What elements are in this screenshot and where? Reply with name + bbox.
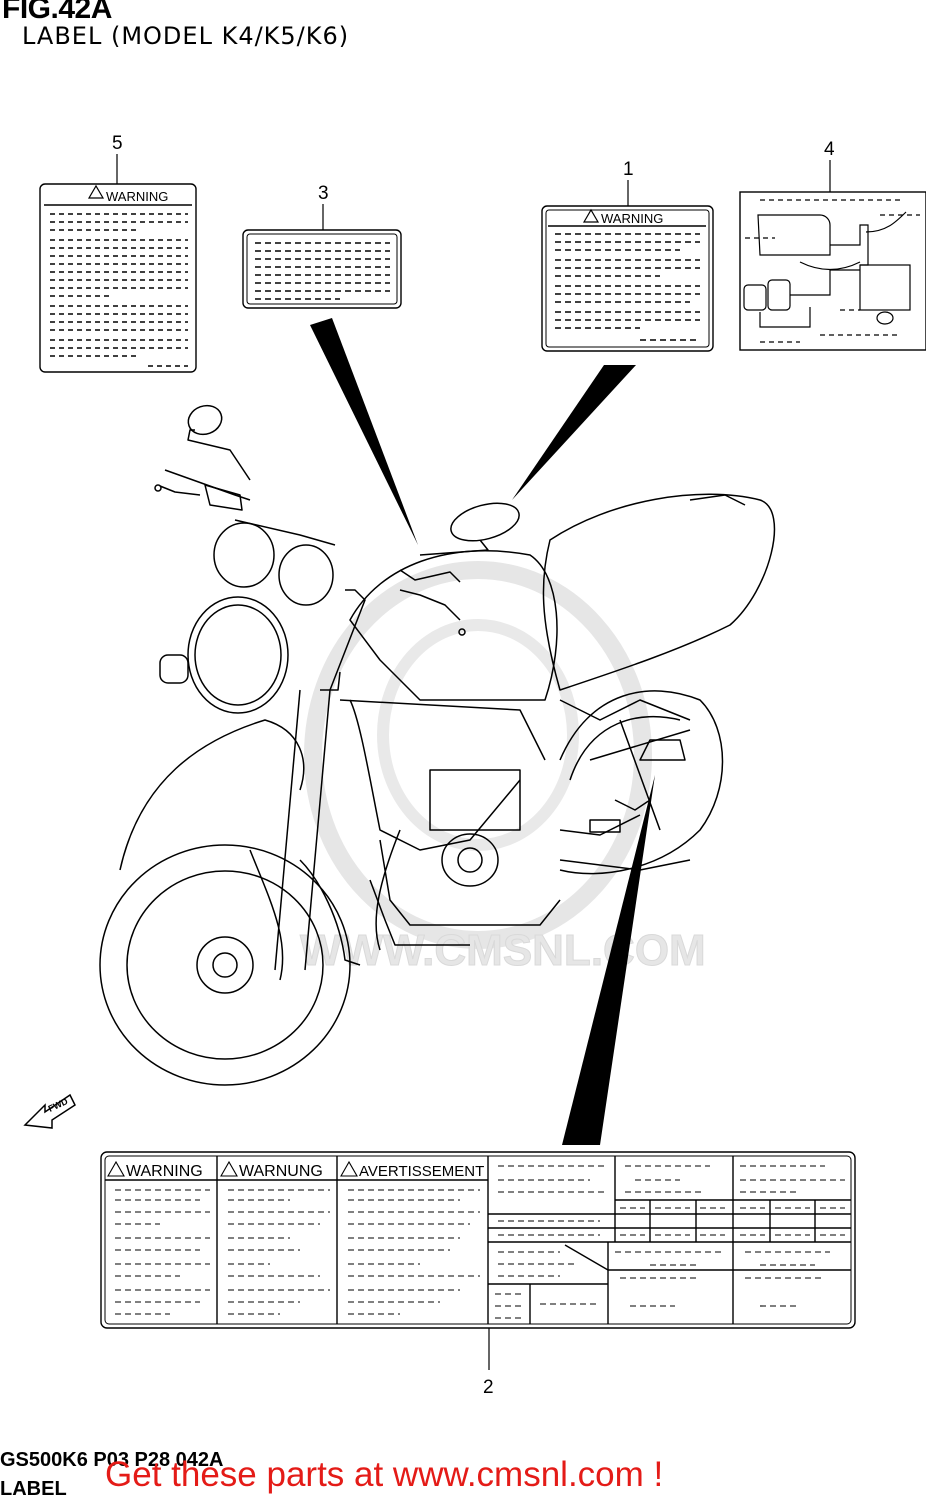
- callout-5: 5: [112, 133, 123, 154]
- label-2-avertissement-text: AVERTISSEMENT: [359, 1163, 484, 1180]
- pointer-wedges: [310, 318, 655, 1145]
- label-5: WARNING: [39, 183, 197, 373]
- label-5-warning-text: WARNING: [106, 189, 168, 204]
- label-1-warning-text: WARNING: [601, 211, 663, 226]
- section-name: LABEL: [0, 1478, 67, 1500]
- leader-lines: [116, 154, 831, 1370]
- label-3: [242, 229, 402, 309]
- callout-3: 3: [318, 183, 329, 204]
- diagram-code: GS500K6 P03 P28 042A: [0, 1449, 224, 1471]
- callout-numbers: 1 2 3 4 5: [112, 133, 835, 1398]
- label-2-warning-text: WARNING: [126, 1163, 203, 1180]
- figure-subtitle: LABEL (MODEL K4/K5/K6): [22, 22, 350, 50]
- label-2-warnung-text: WARNUNG: [239, 1163, 323, 1180]
- callout-4: 4: [824, 139, 835, 160]
- motorcycle-drawing: [99, 404, 776, 1086]
- fwd-arrow: FWD: [23, 1093, 76, 1129]
- callout-1: 1: [623, 159, 634, 180]
- watermark-text: WWW.CMSNL.COM: [300, 926, 706, 975]
- label-2: WARNING WARNUNG AVERTISSEMENT: [100, 1151, 856, 1329]
- label-1: WARNING: [541, 205, 714, 352]
- watermark: WWW.CMSNL.COM: [300, 561, 706, 976]
- parts-link[interactable]: Get these parts at www.cmsnl.com !: [105, 1455, 664, 1494]
- label-4: [739, 191, 926, 351]
- callout-2: 2: [483, 1377, 494, 1398]
- figure-number: FIG.42A: [2, 0, 112, 25]
